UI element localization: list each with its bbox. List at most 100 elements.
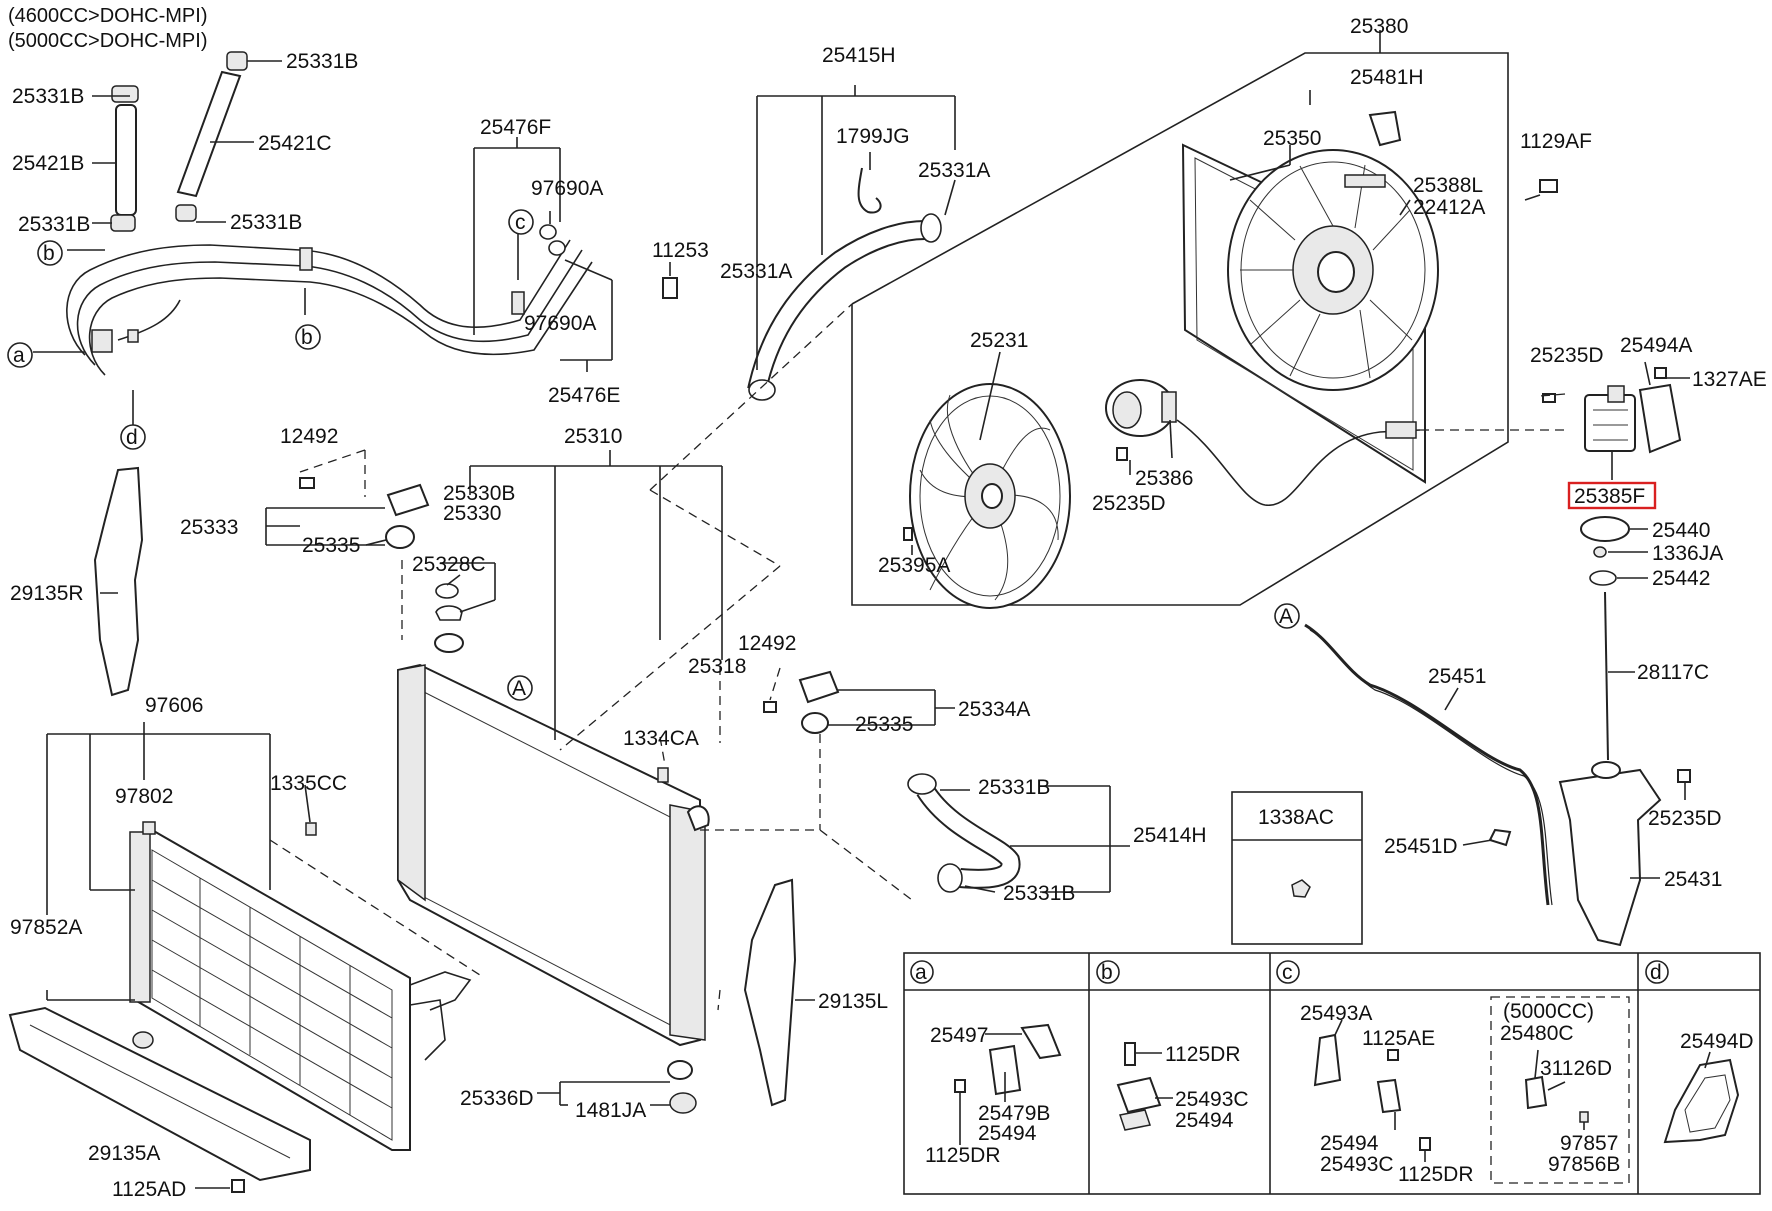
hose-25415h[interactable] — [749, 222, 926, 392]
bolt-1125ad[interactable] — [231, 1179, 245, 1193]
label-97690a-2: 97690A — [524, 312, 596, 335]
overflow-hose-25451[interactable] — [1304, 623, 1550, 906]
bushing-25336d[interactable] — [667, 1060, 693, 1080]
screw-25235d-motor[interactable] — [1116, 447, 1128, 461]
oring-97690a-1[interactable] — [539, 224, 557, 240]
fan-shroud-25350[interactable] — [1181, 143, 1439, 484]
label-1334ca: 1334CA — [623, 727, 699, 750]
label-25331b-a: 25331B — [286, 50, 358, 73]
detail-c-bolt-1125dr — [1419, 1137, 1431, 1151]
nut-1336ja[interactable] — [1593, 546, 1607, 558]
bolt-12492-lower[interactable] — [763, 701, 777, 713]
detail-c-label-25493c: 25493C — [1320, 1153, 1394, 1176]
cap-25330[interactable] — [435, 605, 463, 621]
detail-a-label-1125dr: 1125DR — [925, 1144, 1001, 1167]
label-29135a: 29135A — [88, 1142, 160, 1165]
svg-text:A: A — [1279, 605, 1293, 628]
detail-c-variant-label: (5000CC) — [1503, 1000, 1594, 1023]
callout-A-radiator[interactable]: A — [507, 675, 533, 701]
label-25421b: 25421B — [12, 152, 84, 175]
detail-a-bracket-25479b — [988, 1044, 1022, 1096]
condenser-bolt-97802[interactable] — [142, 821, 156, 835]
callout-b-mid[interactable]: b — [295, 324, 321, 350]
label-25334a: 25334A — [958, 698, 1030, 721]
air-guard-29135r[interactable] — [93, 466, 144, 697]
detail-b-clip-25493c — [1116, 1076, 1162, 1114]
clamp-25331b-top[interactable] — [226, 51, 248, 71]
label-1799jg: 1799JG — [836, 125, 910, 148]
label-25331a-2: 25331A — [720, 260, 792, 283]
insulator-25335-lower[interactable] — [801, 712, 829, 734]
bolt-1327ae[interactable] — [1654, 367, 1667, 379]
detail-a-clip-25497 — [1020, 1023, 1062, 1060]
clamp-25331b-top-left[interactable] — [111, 85, 139, 103]
screw-25395a[interactable] — [903, 527, 913, 541]
detail-c-connector-25480c — [1524, 1075, 1548, 1110]
callout-a-left[interactable]: a — [7, 342, 33, 368]
callout-d-left[interactable]: d — [120, 424, 146, 450]
clamp-25331b-hose-lower[interactable] — [937, 863, 963, 893]
bolt-25235d-reservoir[interactable] — [1677, 769, 1691, 783]
svg-text:b: b — [301, 326, 313, 349]
clip-1334ca[interactable] — [657, 767, 669, 783]
detail-c-label-25493a: 25493A — [1300, 1002, 1372, 1025]
bracket-25330b[interactable] — [386, 483, 430, 517]
detail-b-label-25493c: 25493C — [1175, 1088, 1249, 1111]
air-guard-29135a[interactable] — [8, 1006, 311, 1182]
label-1338ac: 1338AC — [1258, 806, 1334, 829]
cap-25440[interactable] — [1580, 516, 1630, 542]
bracket-25481h[interactable] — [1368, 110, 1402, 147]
clamp-25331b-mid[interactable] — [175, 204, 197, 222]
bracket-25494a[interactable] — [1638, 383, 1682, 454]
radiator-25310[interactable] — [397, 663, 710, 1047]
insulator-97852a[interactable] — [132, 1031, 154, 1049]
insulator-25335-top[interactable] — [385, 525, 415, 549]
bracket-25334a[interactable] — [798, 670, 840, 704]
label-25442: 25442 — [1652, 567, 1710, 590]
clamp-25331a-upper[interactable] — [920, 213, 942, 243]
air-guard-29135l[interactable] — [743, 878, 797, 1107]
label-25333: 25333 — [180, 516, 238, 539]
fan-blade-25231[interactable] — [909, 383, 1071, 609]
hose-25421c[interactable] — [176, 70, 242, 198]
svg-text:a: a — [915, 961, 927, 984]
label-25494a: 25494A — [1620, 334, 1692, 357]
hose-25414h[interactable] — [918, 785, 1019, 887]
callout-A-right[interactable]: A — [1274, 603, 1300, 629]
clip-1799jg[interactable] — [857, 167, 882, 214]
hose-25421b[interactable] — [115, 104, 137, 216]
reservoir-tank-25431[interactable] — [1558, 761, 1662, 947]
detail-c-clip-25493c — [1376, 1078, 1402, 1114]
label-1335cc: 1335CC — [270, 772, 347, 795]
engine-note-5000: (5000CC>DOHC-MPI) — [8, 30, 207, 52]
svg-text:b: b — [1101, 961, 1113, 984]
label-25335-top: 25335 — [302, 534, 360, 557]
dipstick-28117c[interactable] — [1604, 591, 1609, 761]
label-25330: 25330 — [443, 502, 501, 525]
label-25415h: 25415H — [822, 44, 896, 67]
gasket-25328c[interactable] — [435, 583, 459, 599]
screw-1129af[interactable] — [1539, 179, 1558, 193]
fan-motor-25386[interactable] — [1105, 379, 1177, 437]
clamp-25331b-lower-left[interactable] — [110, 214, 136, 232]
clip-1335cc[interactable] — [305, 822, 317, 836]
svg-text:d: d — [126, 426, 138, 449]
detail-b-label-25494: 25494 — [1175, 1109, 1234, 1132]
clamp-25331b-hose-upper[interactable] — [907, 773, 937, 795]
gasket-25442[interactable] — [1589, 570, 1617, 586]
fan-resistor-25385f[interactable] — [1584, 385, 1636, 452]
callout-c-top[interactable]: c — [508, 209, 534, 235]
bolt-12492-top[interactable] — [299, 477, 315, 489]
callout-b-left[interactable]: b — [37, 240, 63, 266]
plug-1481ja[interactable] — [669, 1092, 697, 1114]
svg-text:b: b — [43, 242, 55, 265]
clamp-25331a-lower[interactable] — [748, 379, 776, 401]
detail-a-bolt-1125dr — [954, 1079, 966, 1093]
label-97852a: 97852A — [10, 916, 82, 939]
radiator-filler-neck — [434, 633, 464, 653]
bolt-11253[interactable] — [662, 277, 678, 299]
label-97606: 97606 — [145, 694, 203, 717]
hose-clip-25451d[interactable] — [1488, 828, 1512, 847]
oring-97690a-2[interactable] — [548, 240, 566, 256]
